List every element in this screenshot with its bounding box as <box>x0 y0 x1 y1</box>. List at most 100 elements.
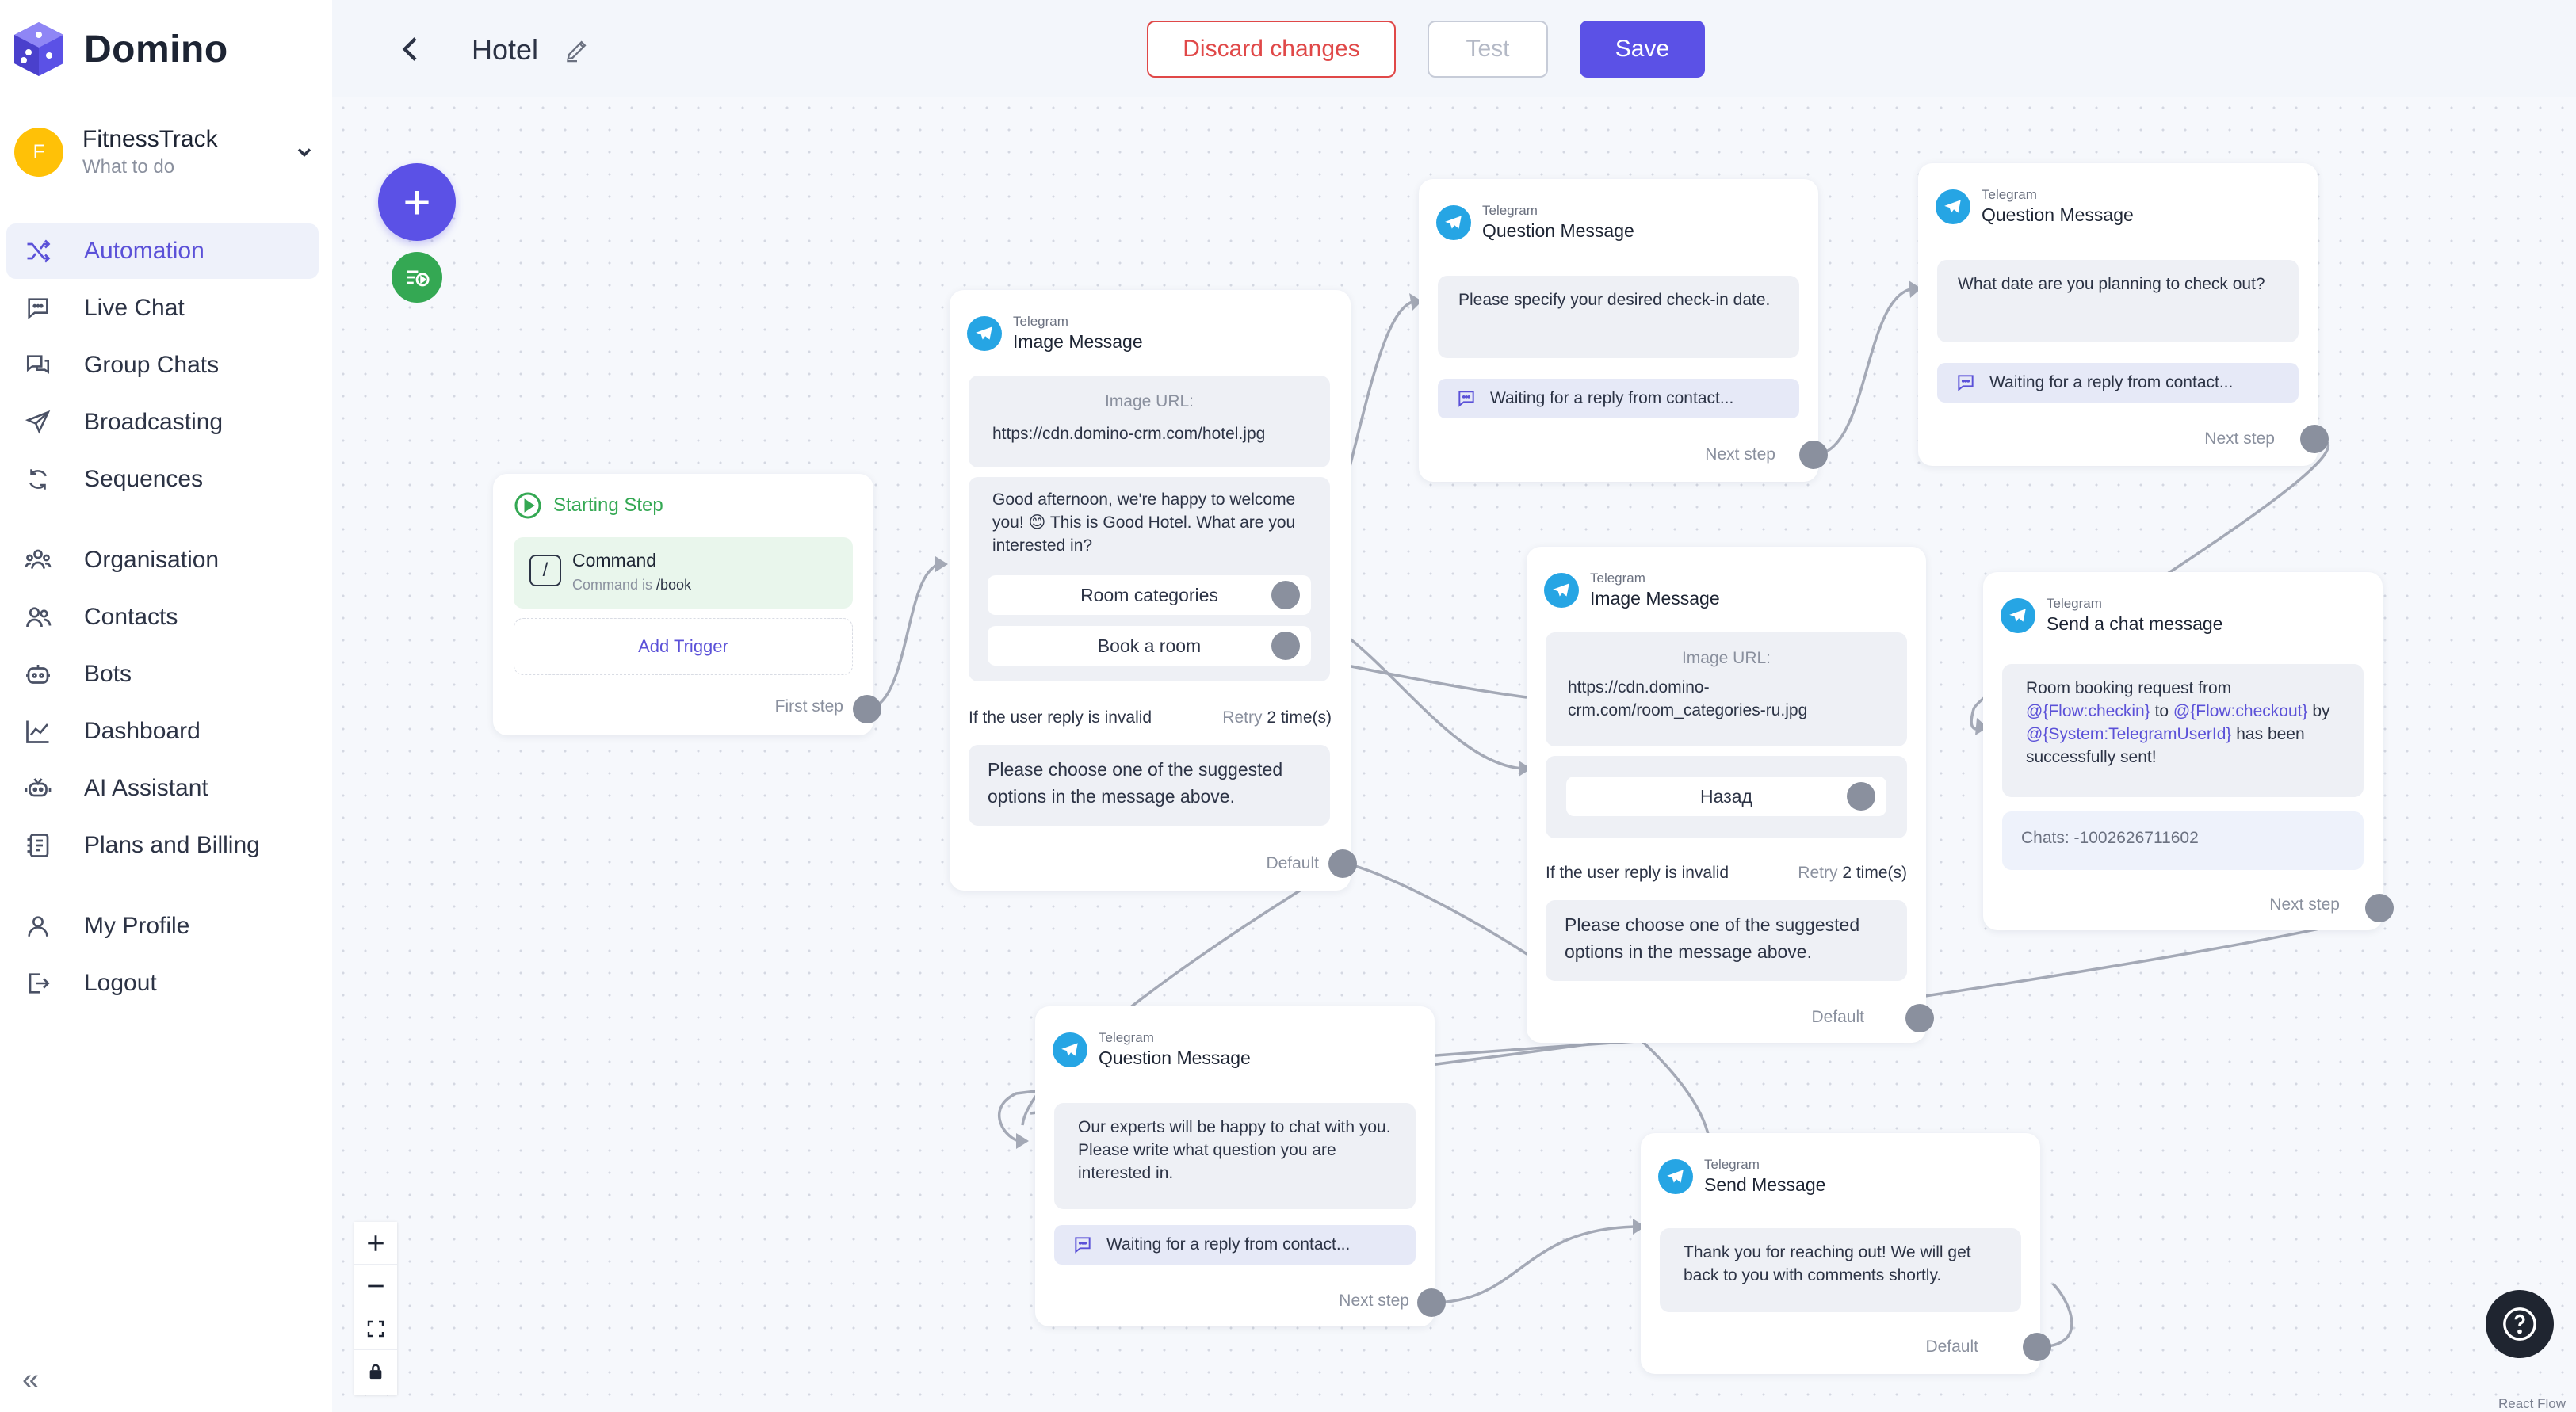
node-send-message[interactable]: Telegram Send Message Thank you for reac… <box>1641 1133 2051 1374</box>
waiting-text: Waiting for a reply from contact... <box>1106 1235 1351 1254</box>
node-starting-step[interactable]: Starting Step / Command Command is /book… <box>493 474 881 735</box>
node-source: Telegram <box>2047 596 2102 611</box>
book-room-handle[interactable] <box>1271 632 1300 660</box>
chat-text: by <box>2307 702 2330 720</box>
back-arrow-icon[interactable] <box>396 32 427 67</box>
reply-button-back[interactable]: Назад <box>1566 777 1886 816</box>
pencil-icon[interactable] <box>564 36 590 63</box>
add-node-button[interactable]: + <box>378 163 456 241</box>
nav-item-automation[interactable]: Automation <box>6 223 319 279</box>
button-label: Book a room <box>1097 635 1202 656</box>
trigger-value: /book <box>656 577 692 593</box>
invalid-reply-message: Please choose one of the suggested optio… <box>1546 900 1907 981</box>
node-type: Send a chat message <box>2047 613 2223 634</box>
next-step-label: Next step <box>2204 429 2275 448</box>
default-label: Default <box>1925 1338 1978 1356</box>
chat-dots-icon <box>1458 391 1474 407</box>
default-handle[interactable] <box>1905 1004 1934 1032</box>
nav-item-dashboard[interactable]: Dashboard <box>6 704 319 759</box>
nav-item-sequences[interactable]: Sequences <box>6 452 319 507</box>
collapse-sidebar-button[interactable]: « <box>22 1363 40 1396</box>
nav-item-broadcasting[interactable]: Broadcasting <box>6 395 319 450</box>
contacts-icon <box>26 607 52 628</box>
add-trigger-button[interactable]: Add Trigger <box>514 618 853 675</box>
invalid-reply-text: Please choose one of the suggested optio… <box>988 759 1283 807</box>
next-step-handle[interactable] <box>1799 441 1828 469</box>
button-label: Назад <box>1700 785 1752 807</box>
zoom-out-button[interactable] <box>354 1265 397 1307</box>
save-button[interactable]: Save <box>1580 21 1705 78</box>
telegram-icon <box>2001 597 2035 633</box>
react-flow-attribution[interactable]: React Flow <box>2498 1396 2566 1411</box>
nav-item-ai-assistant[interactable]: AI Assistant <box>6 761 319 816</box>
invalid-reply-text: Please choose one of the suggested optio… <box>1565 914 1860 962</box>
list-play-icon <box>407 270 430 287</box>
test-button[interactable]: Test <box>1428 21 1548 78</box>
nav-item-organisation[interactable]: Organisation <box>6 532 319 588</box>
telegram-icon <box>967 315 1002 351</box>
nav-item-plans-billing[interactable]: Plans and Billing <box>6 818 319 873</box>
zoom-in-button[interactable] <box>354 1222 397 1265</box>
nav-item-my-profile[interactable]: My Profile <box>6 899 319 954</box>
trigger-title: Command <box>572 550 657 571</box>
telegram-icon <box>1436 204 1471 240</box>
image-url-value: https://cdn.domino-crm.com/hotel.jpg <box>992 425 1266 443</box>
nav-item-bots[interactable]: Bots <box>6 647 319 702</box>
nav-label: Automation <box>84 238 204 264</box>
brand-name: Domino <box>84 28 228 71</box>
node-question-checkin[interactable]: Telegram Question Message Please specify… <box>1419 179 1828 482</box>
node-type: Question Message <box>1482 220 1634 241</box>
nav-item-logout[interactable]: Logout <box>6 956 319 1011</box>
node-question-checkout[interactable]: Telegram Question Message What date are … <box>1918 163 2329 466</box>
domino-logo-icon <box>14 22 63 76</box>
waiting-reply-indicator: Waiting for a reply from contact... <box>1054 1225 1416 1265</box>
default-label: Default <box>1266 854 1319 872</box>
question-block: What date are you planning to check out? <box>1937 260 2299 342</box>
retry-count: Retry 2 time(s) <box>1798 864 1907 882</box>
chevron-down-icon[interactable] <box>293 141 315 163</box>
node-type: Image Message <box>1590 588 1720 609</box>
node-type: Question Message <box>1982 204 2134 225</box>
shuffle-icon <box>27 239 51 263</box>
nav-item-group-chats[interactable]: Group Chats <box>6 338 319 393</box>
nav-label: Dashboard <box>84 718 201 744</box>
trigger-command[interactable]: / Command Command is /book <box>514 537 853 609</box>
node-source: Telegram <box>1982 187 2037 202</box>
nav-label: Organisation <box>84 547 220 573</box>
nav-item-contacts[interactable]: Contacts <box>6 590 319 645</box>
discard-changes-button[interactable]: Discard changes <box>1147 21 1396 78</box>
next-step-handle[interactable] <box>2365 894 2394 922</box>
reply-button-room-categories[interactable]: Room categories <box>988 575 1311 615</box>
reply-button-book-room[interactable]: Book a room <box>988 626 1311 666</box>
back-handle[interactable] <box>1847 782 1875 811</box>
plus-icon <box>368 1235 384 1251</box>
question-block: Please specify your desired check-in dat… <box>1438 276 1799 358</box>
nav-label: Sequences <box>84 466 204 492</box>
node-question-experts[interactable]: Telegram Question Message Our experts wi… <box>1035 1006 1446 1326</box>
node-image-message-hotel[interactable]: Telegram Image Message Image URL: https:… <box>950 290 1357 891</box>
default-handle[interactable] <box>1328 849 1357 878</box>
node-type: Image Message <box>1013 331 1143 352</box>
account-switcher[interactable]: F FitnessTrack What to do <box>14 122 315 182</box>
brand-logo[interactable]: Domino <box>13 21 228 78</box>
flow-settings-button[interactable] <box>392 252 442 303</box>
next-step-handle[interactable] <box>1417 1288 1446 1317</box>
room-categories-handle[interactable] <box>1271 581 1300 609</box>
node-send-chat-message[interactable]: Telegram Send a chat message Room bookin… <box>1983 572 2394 930</box>
chat-dots-icon <box>1075 1237 1091 1254</box>
main-nav: Automation Live Chat Group Chats Broadca… <box>6 223 319 1013</box>
help-button[interactable] <box>2486 1290 2554 1358</box>
account-name: FitnessTrack <box>82 126 218 152</box>
nav-item-live-chat[interactable]: Live Chat <box>6 280 319 336</box>
telegram-icon <box>1544 572 1579 608</box>
fit-view-button[interactable] <box>354 1307 397 1350</box>
node-image-message-room-categories[interactable]: Telegram Image Message Image URL: https:… <box>1527 547 1934 1043</box>
question-text: Our experts will be happy to chat with y… <box>1078 1118 1391 1182</box>
lock-canvas-button[interactable] <box>354 1350 397 1393</box>
nav-label: Bots <box>84 661 132 687</box>
first-step-handle[interactable] <box>853 695 881 723</box>
trigger-sub: Command is <box>572 577 657 593</box>
default-handle[interactable] <box>2023 1333 2051 1361</box>
next-step-handle[interactable] <box>2300 425 2329 453</box>
nav-label: AI Assistant <box>84 775 208 801</box>
